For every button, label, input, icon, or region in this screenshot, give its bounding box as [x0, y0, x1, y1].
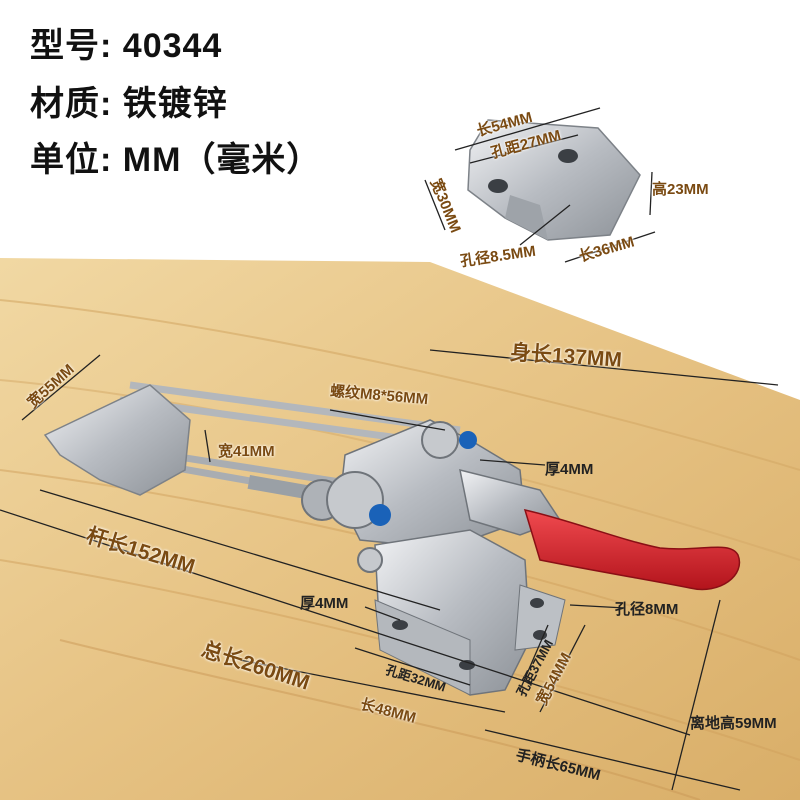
spec-material: 材质: 铁镀锌	[30, 76, 228, 125]
spec-unit-value: MM（毫米）	[122, 141, 322, 179]
bracket-height-label: 高23MM	[652, 181, 709, 198]
bracket-part	[467, 119, 641, 241]
spec-model-value: 40344	[122, 27, 223, 65]
thickness-top-label: 厚4MM	[545, 461, 594, 478]
spec-model-label: 型号:	[30, 27, 113, 65]
height-ground-label: 离地高59MM	[690, 715, 777, 732]
dimension-lines	[0, 107, 779, 791]
width41-label: 宽41MM	[218, 443, 275, 460]
spec-unit: 单位: MM（毫米）	[30, 132, 321, 181]
red-handle-grip	[523, 508, 741, 591]
spec-material-label: 材质:	[30, 85, 113, 123]
thickness-base-label: 厚4MM	[300, 595, 349, 612]
spec-model: 型号: 40344	[30, 18, 222, 67]
spec-material-value: 铁镀锌	[122, 85, 228, 123]
spec-unit-label: 单位:	[30, 141, 113, 179]
hole-dia-label: 孔径8MM	[615, 601, 679, 618]
